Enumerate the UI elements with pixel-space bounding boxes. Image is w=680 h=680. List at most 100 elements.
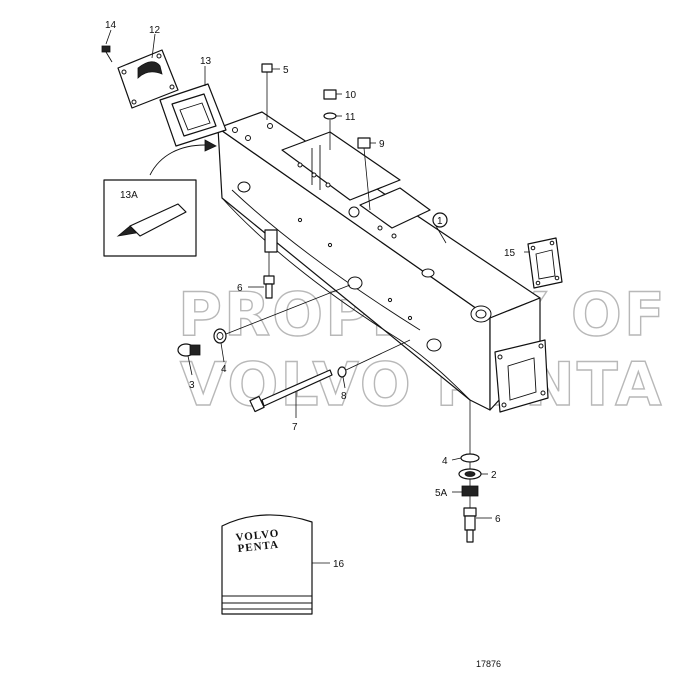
- top-hole: [391, 233, 397, 239]
- end-flange-opening: [507, 357, 537, 401]
- bottom-stub: [264, 229, 278, 253]
- inset-13a: 13A: [103, 179, 197, 257]
- leader-4-lower: [451, 457, 462, 461]
- screw-shank: [105, 51, 113, 63]
- gasket-12: [117, 49, 179, 109]
- fitting-5a-hex: [461, 485, 479, 497]
- gasket-15-plate: [527, 237, 563, 289]
- callout-9: 9: [379, 139, 385, 150]
- screw-14: [101, 45, 113, 63]
- gasket-15-hole: [549, 240, 555, 246]
- instruction-booklet-16: VOLVO PENTA: [221, 514, 313, 615]
- callout-8: 8: [341, 391, 347, 402]
- plug-10-head: [323, 89, 337, 100]
- callout-14: 14: [105, 20, 117, 31]
- callout-1: 1: [437, 216, 443, 227]
- sealant-tube: [129, 203, 187, 237]
- plug-9-head: [357, 137, 371, 149]
- gasket-hole: [156, 53, 162, 59]
- nipple-6-lower-hex: [463, 507, 477, 517]
- washer-4-upper: [213, 328, 227, 344]
- callout-12: 12: [149, 25, 161, 36]
- callout-6-lower: 6: [495, 514, 501, 525]
- callout-15: 15: [504, 248, 516, 259]
- side-port-2: [347, 276, 363, 290]
- flange-core: [179, 102, 211, 131]
- top-hole: [245, 135, 251, 141]
- callout-1-circle: [432, 212, 448, 228]
- manifold-lower-ridge: [231, 189, 421, 331]
- nut-2-inner: [464, 471, 476, 477]
- bolt-7: [249, 369, 333, 413]
- nipple-6-lower-body: [464, 515, 476, 531]
- washer-11: [323, 112, 337, 120]
- bolt-7-head: [249, 395, 265, 413]
- top-hole: [267, 123, 273, 129]
- nipple-6-lower-tip: [466, 529, 474, 543]
- manifold-boss-2: [359, 187, 431, 229]
- bolt-7-shank: [261, 369, 333, 407]
- end-flange-hole: [497, 354, 503, 360]
- nipple-6-lower: [463, 507, 477, 543]
- screw-head: [101, 45, 111, 53]
- callout-11: 11: [345, 112, 356, 123]
- plug-3-thread: [189, 344, 201, 356]
- leader-14: [105, 29, 112, 45]
- o-ring-4-lower: [460, 453, 480, 463]
- side-port-3: [426, 338, 442, 352]
- end-flange: [494, 339, 549, 413]
- gasket-15: [527, 237, 563, 289]
- nut-2: [458, 468, 482, 480]
- gasket-15-hole: [530, 245, 536, 251]
- leader-3: [187, 355, 193, 376]
- top-hole: [232, 127, 238, 133]
- callout-10: 10: [345, 90, 357, 101]
- leader-lines: [105, 29, 530, 564]
- leader-4-upper: [220, 342, 225, 363]
- top-hole: [325, 182, 331, 188]
- manifold-lower-edge: [221, 197, 471, 401]
- callout-4-lower: 4: [442, 456, 448, 467]
- callout-7: 7: [292, 422, 298, 433]
- top-port: [421, 268, 435, 278]
- end-port-top-inner: [475, 309, 487, 319]
- gasket-15-opening: [535, 249, 556, 280]
- nipple-6-hex: [263, 275, 275, 285]
- leader-8: [342, 376, 346, 389]
- plug-3: [177, 343, 201, 357]
- callout-5a: 5A: [435, 488, 448, 499]
- exhaust-manifold-body: [217, 111, 549, 413]
- plug-5-head: [261, 63, 273, 73]
- end-flange-hole: [540, 390, 546, 396]
- plug-10: [323, 89, 337, 150]
- plug-9-axis: [363, 147, 371, 211]
- gasket-hole: [131, 99, 137, 105]
- plug-5: [261, 63, 273, 120]
- flange-inner: [171, 93, 217, 137]
- callout-2: 2: [491, 470, 497, 481]
- callout-4-upper: 4: [221, 364, 227, 375]
- end-flange-hole: [501, 402, 507, 408]
- sealant-nozzle: [116, 225, 137, 237]
- washer-8: [337, 366, 347, 378]
- leader-1: [435, 225, 447, 244]
- top-hole: [377, 225, 383, 231]
- gasket-opening: [137, 61, 163, 79]
- plug-3-axis: [225, 284, 351, 335]
- booklet-brand-line-1: VOLVO: [235, 527, 280, 544]
- leader-12: [151, 33, 156, 59]
- end-flange-hole: [538, 343, 544, 349]
- washer-8-axis: [345, 339, 411, 371]
- booklet-cover: [221, 514, 313, 615]
- side-port-1: [237, 181, 251, 193]
- reference-number: 17876: [476, 659, 501, 669]
- gasket-15-hole: [554, 275, 560, 281]
- side-hole: [327, 242, 333, 248]
- top-hole: [348, 206, 360, 218]
- callout-16: 16: [333, 559, 345, 570]
- gasket-hole: [169, 84, 175, 90]
- side-hole: [387, 297, 393, 303]
- top-hole: [297, 162, 303, 168]
- callout-5-top: 5: [283, 65, 289, 76]
